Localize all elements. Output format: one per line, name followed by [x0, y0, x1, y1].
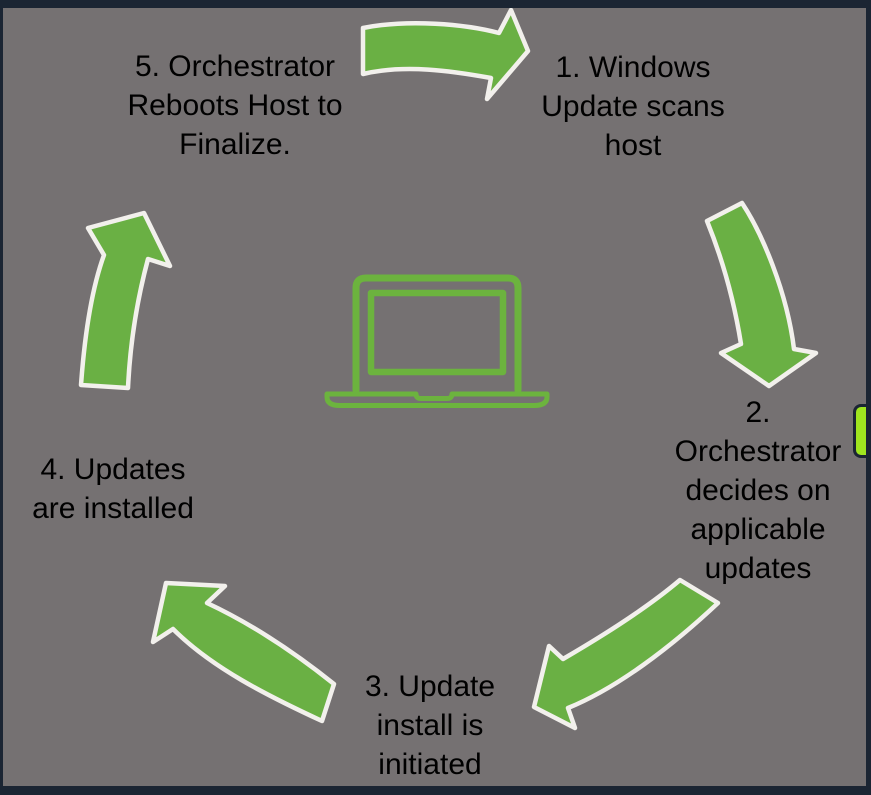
side-tab: [853, 404, 866, 458]
laptop-base: [324, 391, 550, 408]
laptop-lid: [352, 274, 522, 394]
curved-arrow-step5-to-step1-icon: [360, 8, 531, 102]
curved-arrow-step1-to-step2-icon: [704, 200, 819, 389]
curved-arrow-step2-to-step3-icon: [531, 577, 721, 731]
laptop-screen: [367, 289, 507, 376]
step-label-1: 1. Windows Update scans host: [541, 51, 725, 162]
laptop-icon: [324, 274, 550, 408]
step-label-3: 3. Update install is initiated: [364, 670, 496, 781]
step-label-5: 5. Orchestrator Reboots Host to Finalize…: [127, 50, 343, 161]
curved-arrow-step4-to-step5-icon: [78, 210, 173, 391]
step-label-4: 4. Updates are installed: [32, 453, 194, 525]
curved-arrow-step3-to-step4-icon: [150, 580, 337, 724]
step-label-2: 2. Orchestrator decides on applicable up…: [674, 396, 842, 585]
